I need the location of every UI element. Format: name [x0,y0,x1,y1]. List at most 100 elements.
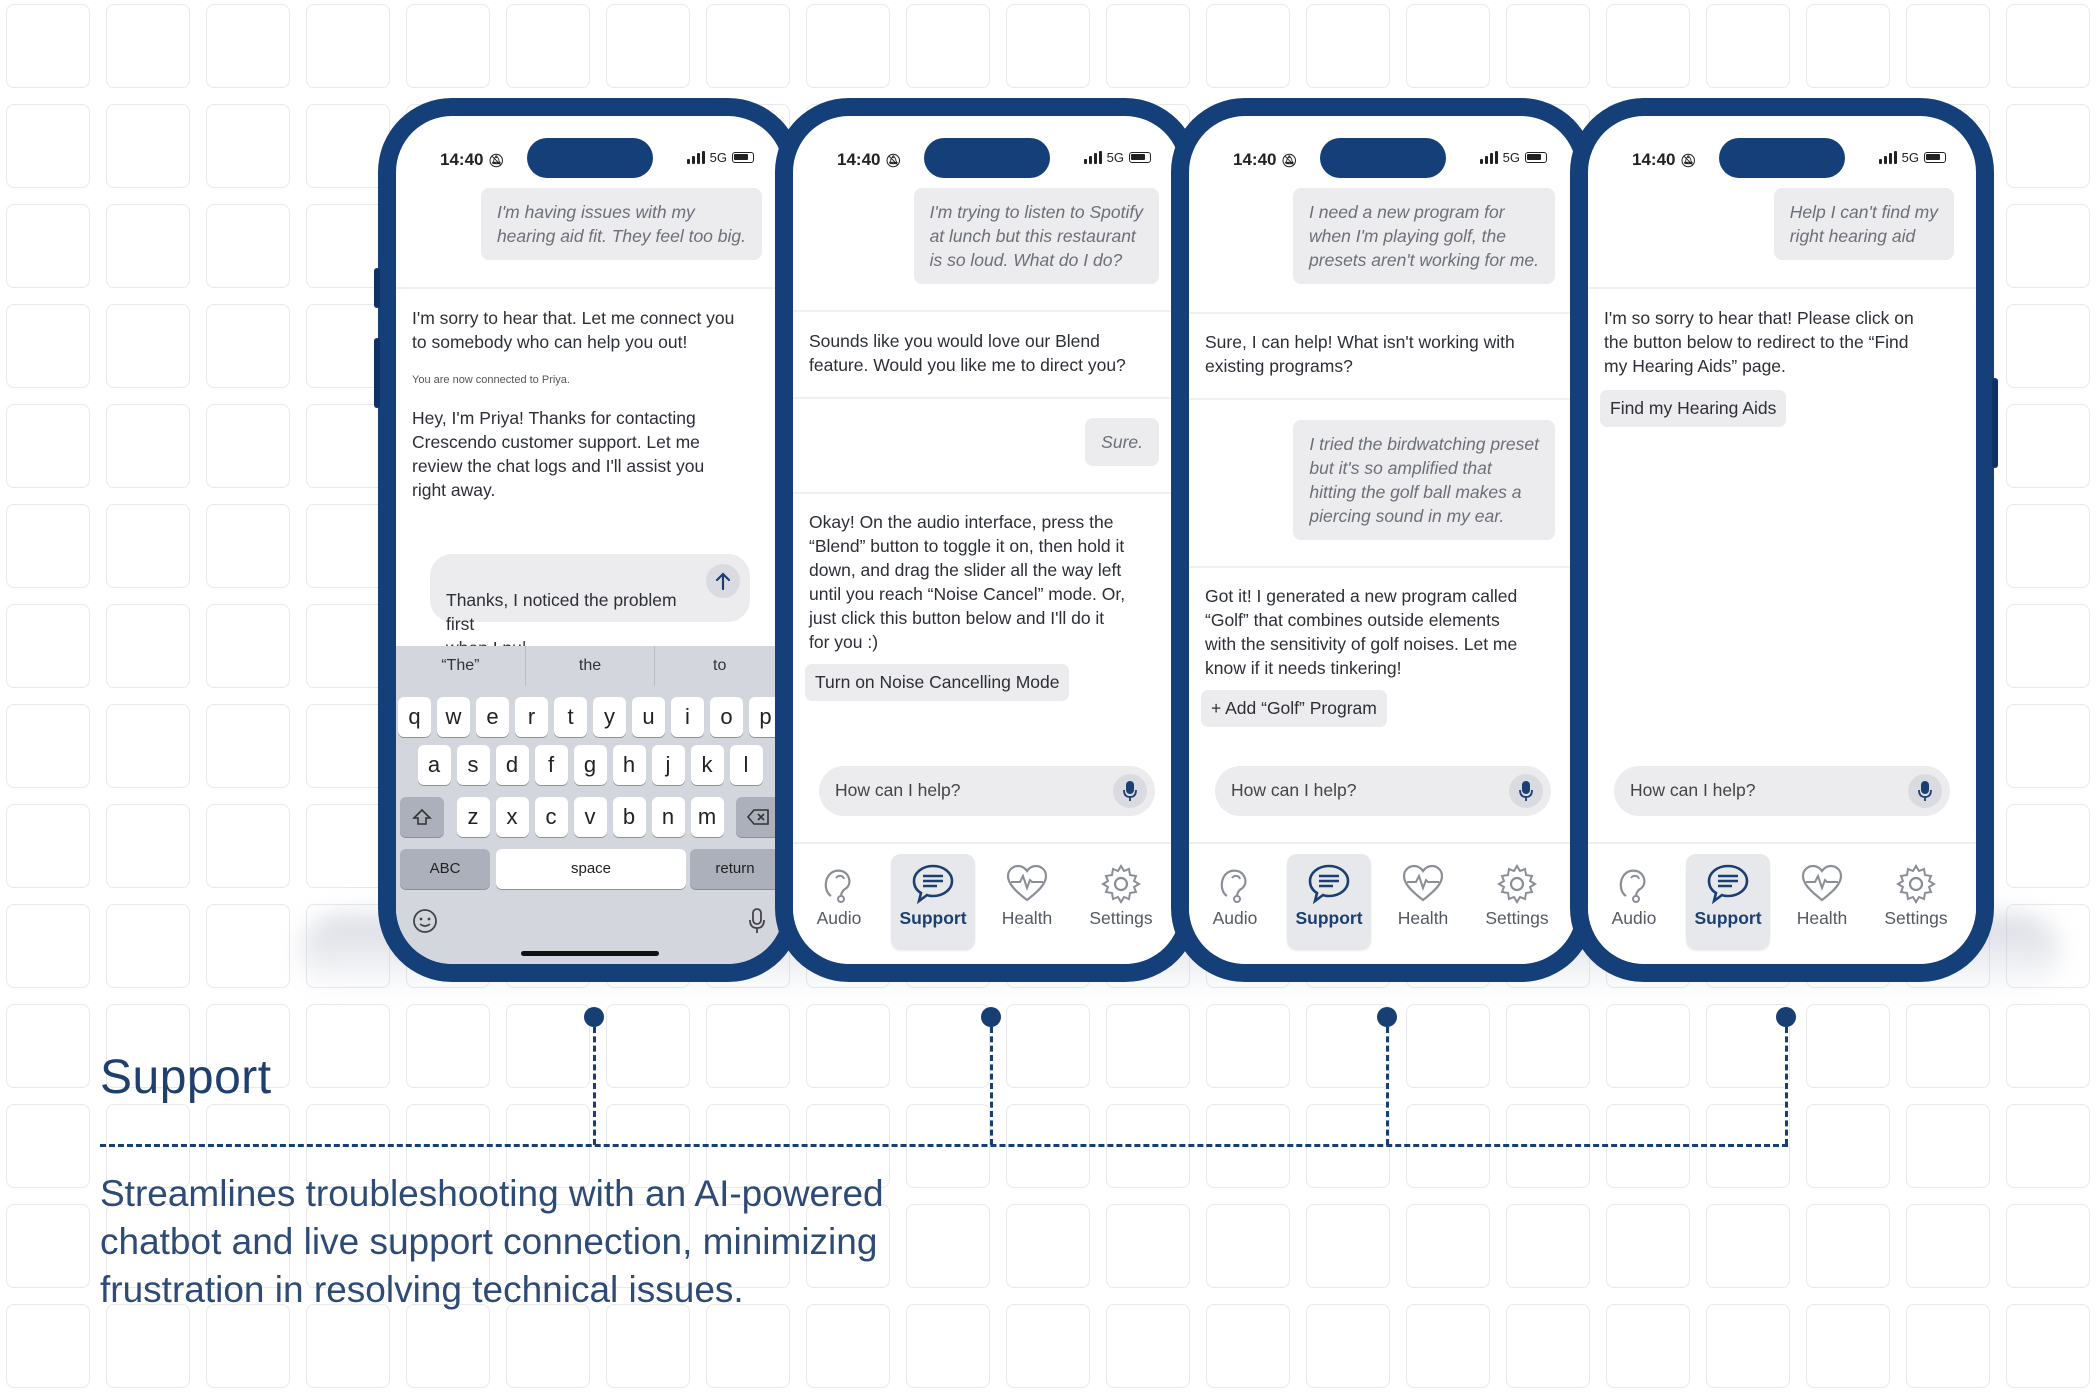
mic-button[interactable] [1113,774,1147,808]
connector-dot-4 [1776,1007,1796,1027]
key-b[interactable]: b [612,797,646,837]
key-a[interactable]: a [417,745,451,785]
connected-note: You are now connected to Priya. [412,374,570,386]
connector-line-3 [1386,1027,1389,1145]
status-time: 14:40 🔕︎ [1233,150,1298,169]
key-z[interactable]: z [456,797,490,837]
key-h[interactable]: h [612,745,646,785]
chat-input[interactable]: How can I help? [819,766,1155,816]
suggestion-1[interactable]: “The” [441,657,480,674]
chat-input-placeholder: How can I help? [835,780,961,800]
tab-audio[interactable]: Audio [1193,854,1277,950]
battery-icon [1924,152,1946,163]
tab-health[interactable]: Health [1381,854,1465,950]
key-g[interactable]: g [573,745,607,785]
chat-input[interactable]: How can I help? [1215,766,1551,816]
dynamic-island [527,138,653,178]
key-i[interactable]: i [671,697,704,737]
heart-pulse-icon [1780,862,1864,906]
key-u[interactable]: u [632,697,665,737]
user-message: Help I can't find my right hearing aid [1773,188,1954,260]
bot-message: I'm sorry to hear that. Let me connect y… [412,308,735,352]
message-compose-field[interactable]: Thanks, I noticed the problem first when… [430,554,750,658]
key-e[interactable]: e [476,697,509,737]
tab-settings[interactable]: Settings [1874,854,1958,950]
shift-key[interactable] [400,797,444,837]
key-o[interactable]: o [710,697,743,737]
suggestion-2[interactable]: the [524,646,655,686]
tab-support[interactable]: Support [891,854,975,950]
dictation-mic-icon[interactable] [748,908,766,939]
phone-1-screen: 14:40 🔕︎ 5G I'm having issues with my he… [396,116,784,964]
add-golf-program-button[interactable]: + Add “Golf” Program [1201,690,1387,727]
user-message: Sure. [1085,418,1159,466]
network-label: 5G [709,150,727,165]
key-f[interactable]: f [534,745,568,785]
mic-button[interactable] [1908,774,1942,808]
tab-settings[interactable]: Settings [1079,854,1163,950]
connector-line-1 [593,1027,596,1145]
key-m[interactable]: m [690,797,724,837]
mic-button[interactable] [1509,774,1543,808]
shift-icon [412,808,432,825]
key-r[interactable]: r [515,697,548,737]
gear-icon [1874,862,1958,906]
key-c[interactable]: c [534,797,568,837]
key-t[interactable]: t [554,697,587,737]
tab-support[interactable]: Support [1287,854,1371,950]
key-q[interactable]: q [398,697,431,737]
delete-key[interactable] [736,797,780,837]
abc-key[interactable]: ABC [400,849,490,889]
key-s[interactable]: s [456,745,490,785]
user-message: I need a new program for when I'm playin… [1293,188,1555,284]
tab-audio[interactable]: Audio [797,854,881,950]
key-d[interactable]: d [495,745,529,785]
heart-pulse-icon [985,862,1069,906]
tab-health[interactable]: Health [1780,854,1864,950]
tab-health[interactable]: Health [985,854,1069,950]
hearing-aid-icon [1193,862,1277,906]
tab-label: Settings [1884,908,1948,928]
suggestion-3[interactable]: to [654,646,784,686]
key-j[interactable]: j [651,745,685,785]
emoji-icon[interactable] [412,908,438,939]
status-bar: 14:40 🔕︎ 5G [396,138,784,178]
tab-support[interactable]: Support [1686,854,1770,950]
phone-4-screen: 14:40 🔕︎ 5G Help I can't find my right h… [1588,116,1976,964]
tab-audio[interactable]: Audio [1592,854,1676,950]
chat-input-placeholder: How can I help? [1630,780,1756,800]
network-label: 5G [1502,150,1520,165]
phone-3: 14:40 🔕︎ 5G I need a new program for whe… [1171,98,1595,982]
tab-label: Audio [1611,908,1657,928]
heart-pulse-icon [1381,862,1465,906]
signal-icon [1083,151,1102,164]
key-v[interactable]: v [573,797,607,837]
phone-2: 14:40 🔕︎ 5G I'm trying to listen to Spot… [775,98,1199,982]
backspace-icon [746,809,769,825]
tab-label: Settings [1485,908,1549,928]
user-message: I'm having issues with my hearing aid fi… [480,188,762,260]
chat-input[interactable]: How can I help? [1614,766,1950,816]
key-l[interactable]: l [729,745,763,785]
battery-icon [1129,152,1151,163]
key-n[interactable]: n [651,797,685,837]
connector-dot-1 [584,1007,604,1027]
key-x[interactable]: x [495,797,529,837]
phone-3-screen: 14:40 🔕︎ 5G I need a new program for whe… [1189,116,1577,964]
key-w[interactable]: w [437,697,470,737]
return-key[interactable]: return [690,849,780,889]
tab-label: Support [1694,908,1762,928]
mic-icon [1123,781,1137,801]
section-description: Streamlines troubleshooting with an AI-p… [100,1173,884,1310]
send-button[interactable] [706,564,740,598]
tab-settings[interactable]: Settings [1475,854,1559,950]
noise-cancel-button[interactable]: Turn on Noise Cancelling Mode [805,664,1070,701]
space-key[interactable]: space [496,849,686,889]
dynamic-island [924,138,1050,178]
find-hearing-aids-button[interactable]: Find my Hearing Aids [1600,390,1787,427]
key-k[interactable]: k [690,745,724,785]
tab-label: Audio [816,908,862,928]
key-y[interactable]: y [593,697,626,737]
